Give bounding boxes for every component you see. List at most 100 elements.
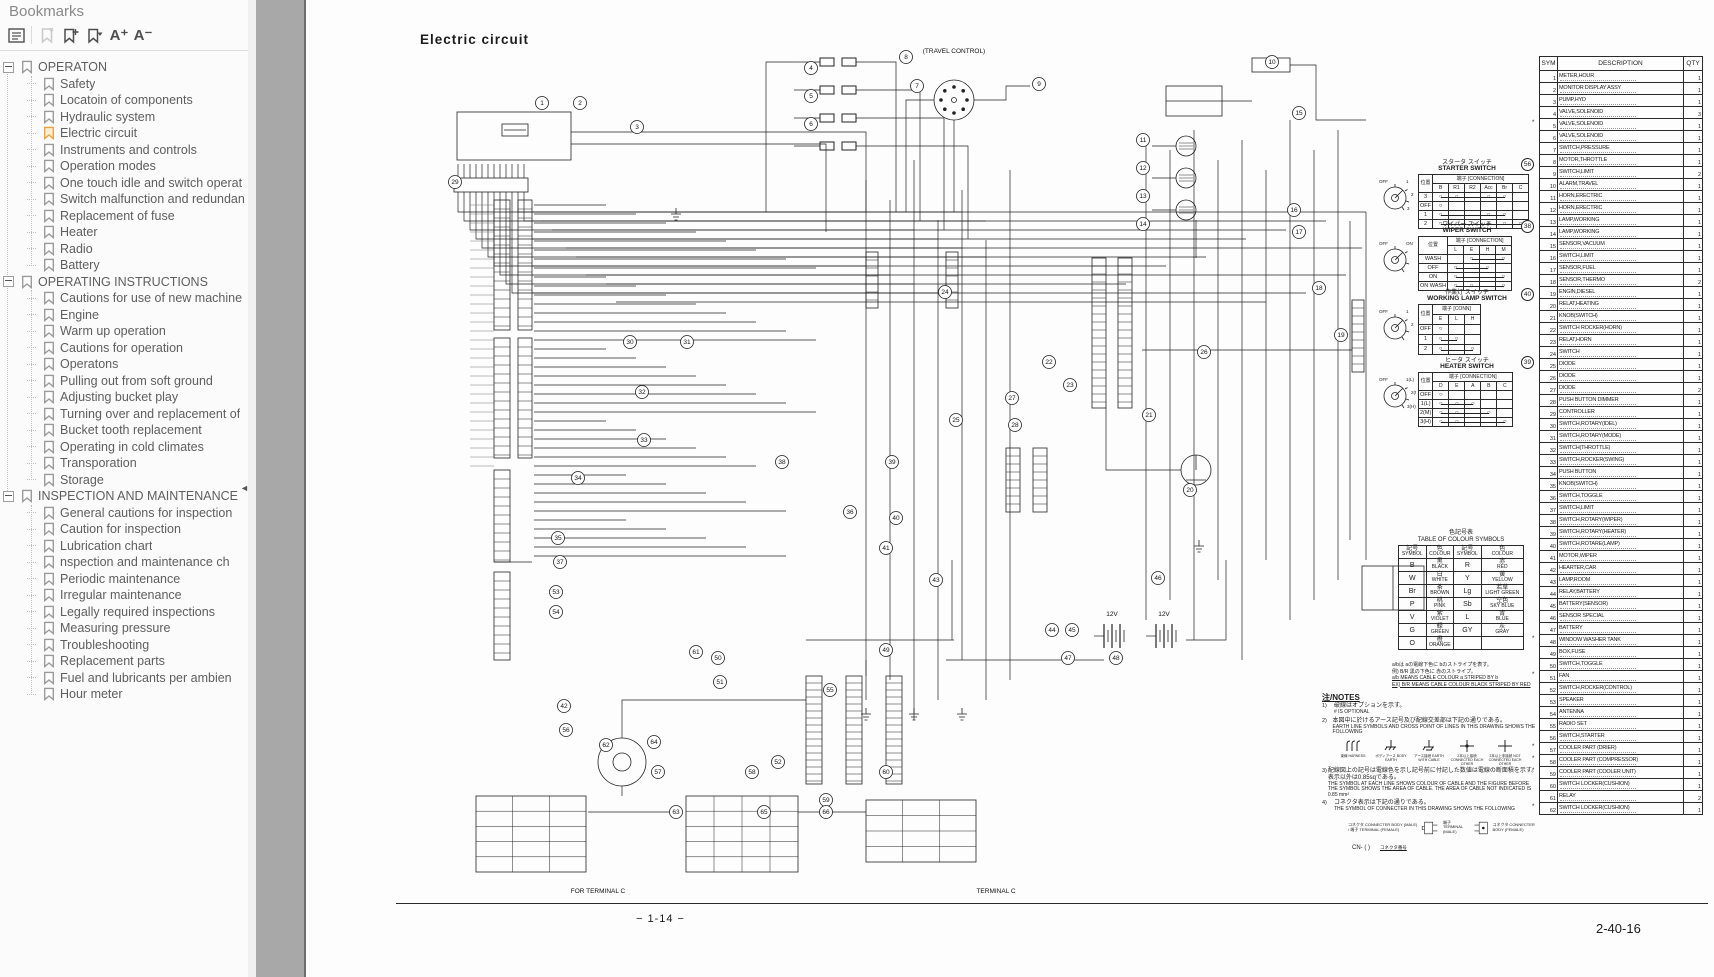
bookmark-item-irregular-maintenance[interactable]: Irregular maintenance (0, 587, 248, 604)
bookmarks-toolbar: A⁺ A⁻ (0, 20, 248, 51)
bookmark-item-cautions-for-use-of-new-machine[interactable]: Cautions for use of new machine (0, 290, 248, 307)
decrease-text-icon[interactable]: A⁻ (133, 27, 153, 44)
svg-text:43: 43 (932, 577, 940, 584)
ref-marker-52: 52 (771, 755, 785, 769)
add-bookmark-icon[interactable] (59, 24, 83, 46)
ref-marker-45: 45 (1065, 623, 1079, 637)
bookmark-item-turning-over-and-replacement-of[interactable]: Turning over and replacement of (0, 406, 248, 423)
switch-title-en: WIPER SWITCH (1442, 227, 1492, 234)
ref-marker-42: 42 (557, 699, 571, 713)
bookmark-item-battery[interactable]: Battery (0, 257, 248, 274)
bookmark-item-pulling-out-from-soft-ground[interactable]: Pulling out from soft ground (0, 373, 248, 390)
bookmark-item-operating-instructions[interactable]: OPERATING INSTRUCTIONS (0, 274, 248, 291)
bookmark-item-troubleshooting[interactable]: Troubleshooting (0, 637, 248, 654)
bookmark-item-safety[interactable]: Safety (0, 76, 248, 93)
bookmark-item-adjusting-bucket-play[interactable]: Adjusting bucket play (0, 389, 248, 406)
option-star: * (1532, 756, 1535, 762)
parts-cell: 1 (1683, 490, 1703, 503)
parts-cell: 3 (1539, 94, 1558, 107)
bookmark-item-inspection-and-maintenance[interactable]: INSPECTION AND MAINTENANCE (0, 488, 248, 505)
bookmark-item-cautions-for-operation[interactable]: Cautions for operation (0, 340, 248, 357)
svg-text:11: 11 (1140, 137, 1147, 144)
parts-cell: 32 (1539, 442, 1558, 455)
parts-cell: SWITCH,ROTARE(LAMP) (1557, 538, 1684, 551)
ref-marker-65: 65 (757, 805, 771, 819)
parts-cell: 1 (1683, 238, 1703, 251)
bookmark-label: Operating in cold climates (60, 439, 204, 454)
bookmark-icon (43, 159, 55, 174)
parts-cell: PUMP,HYD (1557, 94, 1684, 107)
bookmark-item-legally-required-inspections[interactable]: Legally required inspections (0, 604, 248, 621)
bookmark-item-operation-modes[interactable]: Operation modes (0, 158, 248, 175)
bookmark-item-periodic-maintenance[interactable]: Periodic maintenance (0, 571, 248, 588)
bookmark-item-replacement-parts[interactable]: Replacement parts (0, 653, 248, 670)
delete-bookmark-icon[interactable] (35, 24, 59, 46)
bookmark-item-radio[interactable]: Radio (0, 241, 248, 258)
bookmark-item-nspection-and-maintenance-ch[interactable]: nspection and maintenance ch (0, 554, 248, 571)
bookmark-item-hour-meter[interactable]: Hour meter (0, 686, 248, 703)
collapse-panel-icon[interactable]: ◄ (240, 483, 249, 493)
connection-grid: 位置POS.端子 [CONNECTION]LEHMWASHOFFONON WAS… (1417, 236, 1513, 291)
svg-text:OFF: OFF (1379, 241, 1388, 246)
bookmark-item-one-touch-idle-and-switch-operat[interactable]: One touch idle and switch operat (0, 175, 248, 192)
bookmark-item-storage[interactable]: Storage (0, 472, 248, 489)
svg-text:1(L): 1(L) (1406, 377, 1415, 382)
ref-marker-55: 55 (823, 683, 837, 697)
parts-cell: 1 (1683, 394, 1703, 407)
bookmark-item-locatoin-of-components[interactable]: Locatoin of components (0, 92, 248, 109)
parts-cell: 1 (1683, 214, 1703, 227)
bookmark-item-heater[interactable]: Heater (0, 224, 248, 241)
bookmark-icon (43, 291, 55, 306)
parts-cell: BATTERY (1557, 622, 1684, 635)
cn-number-legend: CN- ( )コネクタ番号 (1352, 844, 1407, 851)
bookmark-item-switch-malfunction-and-redundan[interactable]: Switch malfunction and redundan (0, 191, 248, 208)
options-icon[interactable] (4, 24, 28, 46)
svg-text:30: 30 (626, 339, 634, 346)
bookmark-item-warm-up-operation[interactable]: Warm up operation (0, 323, 248, 340)
bookmark-actions-icon[interactable] (83, 24, 107, 46)
bookmark-item-operaton[interactable]: OPERATON (0, 59, 248, 76)
svg-text:23: 23 (1066, 382, 1074, 389)
parts-cell: 10 (1539, 178, 1558, 191)
parts-cell: 61 (1539, 790, 1558, 803)
bookmark-item-operatons[interactable]: Operatons (0, 356, 248, 373)
parts-cell: 35 (1539, 478, 1558, 491)
bookmark-item-engine[interactable]: Engine (0, 307, 248, 324)
bookmark-icon (21, 489, 33, 504)
bookmark-item-operating-in-cold-climates[interactable]: Operating in cold climates (0, 439, 248, 456)
parts-cell: 60 (1539, 778, 1558, 791)
bookmark-item-bucket-tooth-replacement[interactable]: Bucket tooth replacement (0, 422, 248, 439)
bookmark-item-transporation[interactable]: Transporation (0, 455, 248, 472)
increase-text-icon[interactable]: A⁺ (109, 27, 129, 44)
bookmark-item-caution-for-inspection[interactable]: Caution for inspection (0, 521, 248, 538)
bookmark-item-fuel-and-lubricants-per-ambien[interactable]: Fuel and lubricants per ambien (0, 670, 248, 687)
collapse-minus-icon[interactable] (3, 490, 14, 502)
bookmark-item-electric-circuit[interactable]: Electric circuit (0, 125, 248, 142)
bookmark-item-replacement-of-fuse[interactable]: Replacement of fuse (0, 208, 248, 225)
notes-title: 注/NOTES (1322, 693, 1360, 702)
panel-splitter[interactable]: ◄ (240, 0, 256, 977)
parts-cell: 1 (1683, 70, 1703, 83)
bookmark-item-general-cautions-for-inspection[interactable]: General cautions for inspection (0, 505, 248, 522)
parts-cell: 1 (1683, 754, 1703, 767)
parts-cell: DIODE (1557, 358, 1684, 371)
parts-cell: 1 (1683, 634, 1703, 647)
parts-header: SYM (1539, 56, 1558, 71)
bookmark-item-hydraulic-system[interactable]: Hydraulic system (0, 109, 248, 126)
bookmark-item-measuring-pressure[interactable]: Measuring pressure (0, 620, 248, 637)
svg-text:40: 40 (892, 515, 900, 522)
bookmark-item-instruments-and-controls[interactable]: Instruments and controls (0, 142, 248, 159)
collapse-minus-icon[interactable] (3, 276, 14, 288)
ref-marker-25: 25 (949, 413, 963, 427)
collapse-minus-icon[interactable] (3, 61, 14, 73)
document-viewport[interactable]: Electric circuit (256, 0, 1714, 977)
parts-cell: 1 (1683, 502, 1703, 515)
bookmark-item-lubrication-chart[interactable]: Lubrication chart (0, 538, 248, 555)
